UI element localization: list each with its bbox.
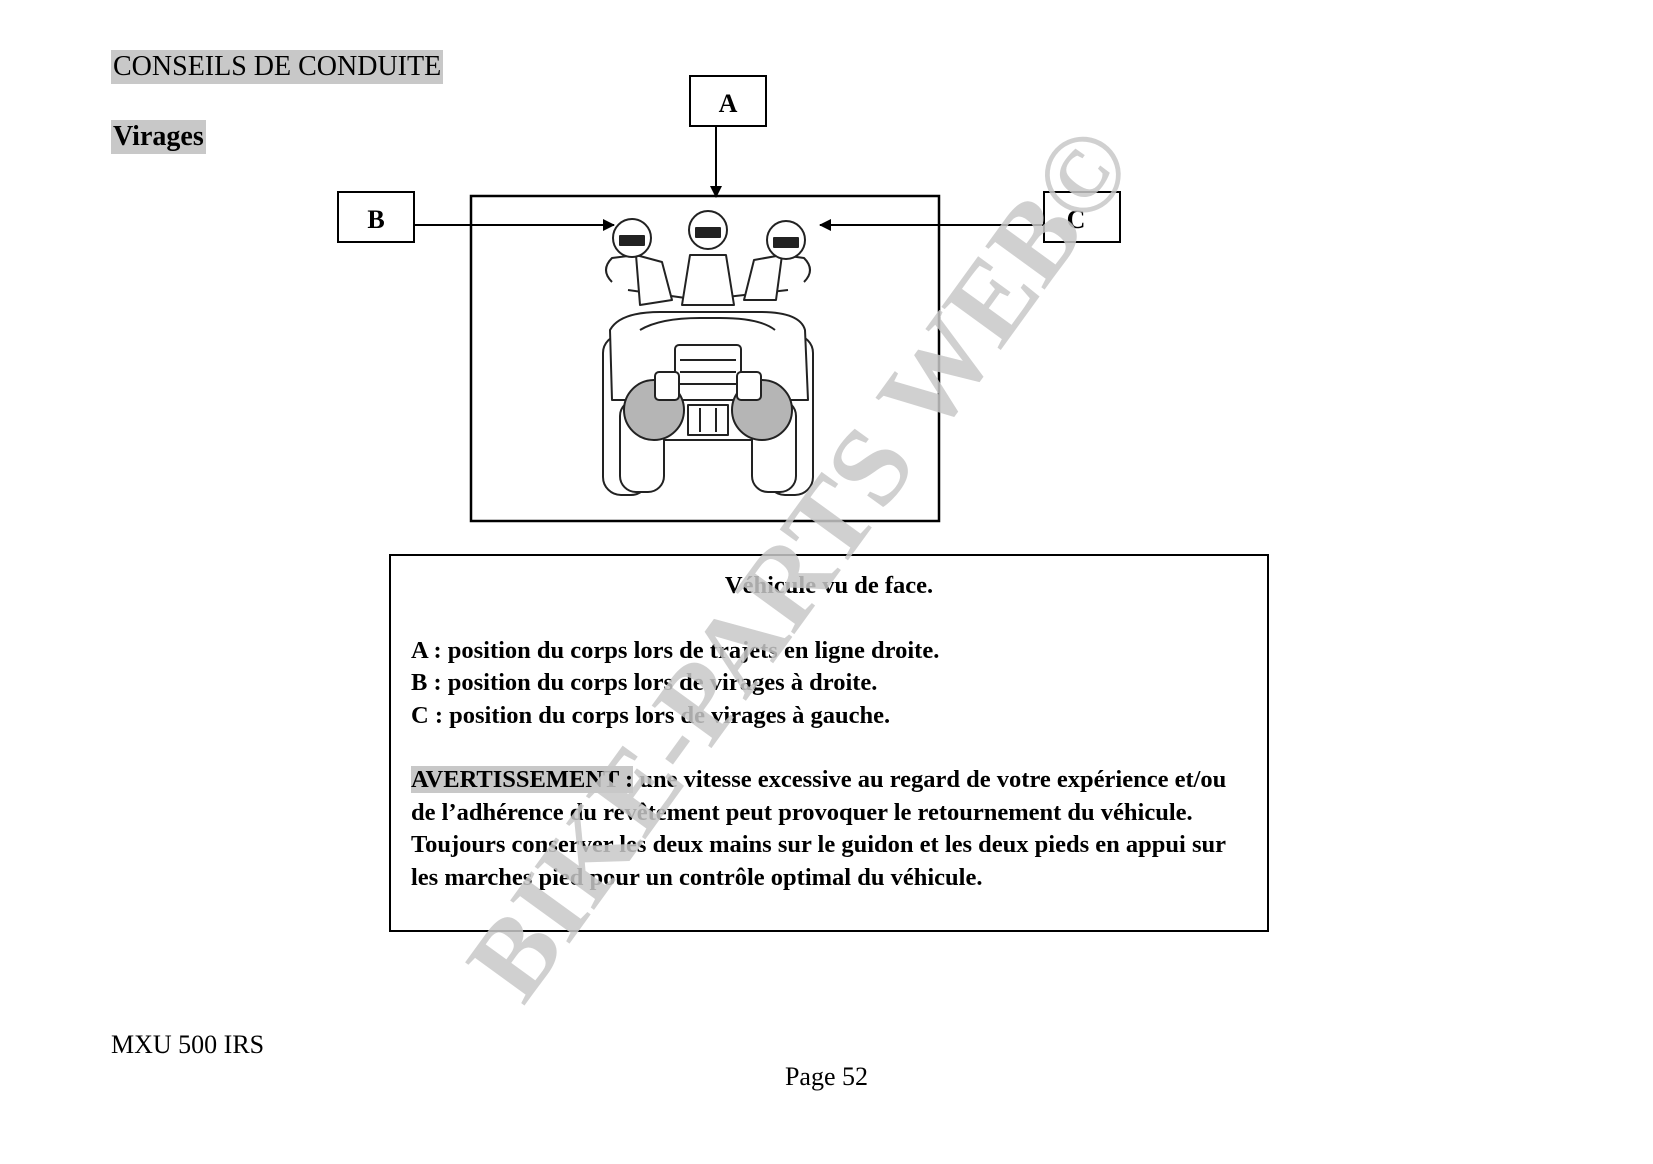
callout-label-b: B xyxy=(367,205,384,234)
callout-box-b xyxy=(337,191,415,243)
riding-position-figure: A B C xyxy=(337,75,1121,523)
legend-line-b: B : position du corps lors de virages à … xyxy=(411,669,878,696)
caption-box: Véhicule vu de face. A : position du cor… xyxy=(389,554,1269,932)
page-number: Page 52 xyxy=(784,1062,869,1091)
advice-paragraph: Toujours conserver les deux mains sur le… xyxy=(411,831,1226,891)
warning-label: AVERTISSEMENT : xyxy=(411,766,634,793)
callout-label-c: C xyxy=(1067,205,1086,234)
callout-box-a xyxy=(689,75,767,127)
caption-title: Véhicule vu de face. xyxy=(724,572,934,599)
warning-paragraph: AVERTISSEMENT : une vitesse excessive au… xyxy=(411,764,1247,829)
section-title: CONSEILS DE CONDUITE xyxy=(111,50,444,84)
callout-label-a: A xyxy=(719,89,738,118)
legend-line-c: C : position du corps lors de virages à … xyxy=(411,701,891,729)
subsection-title: Virages xyxy=(111,120,206,154)
model-name: MXU 500 IRS xyxy=(111,1030,265,1059)
warning-text: une vitesse excessive au regard de votre… xyxy=(411,766,1227,826)
illustration-frame xyxy=(469,194,941,523)
callout-box-c xyxy=(1043,191,1121,243)
atv-illustration xyxy=(602,210,814,496)
legend-line-a: A : position du corps lors de trajets en… xyxy=(411,636,940,664)
